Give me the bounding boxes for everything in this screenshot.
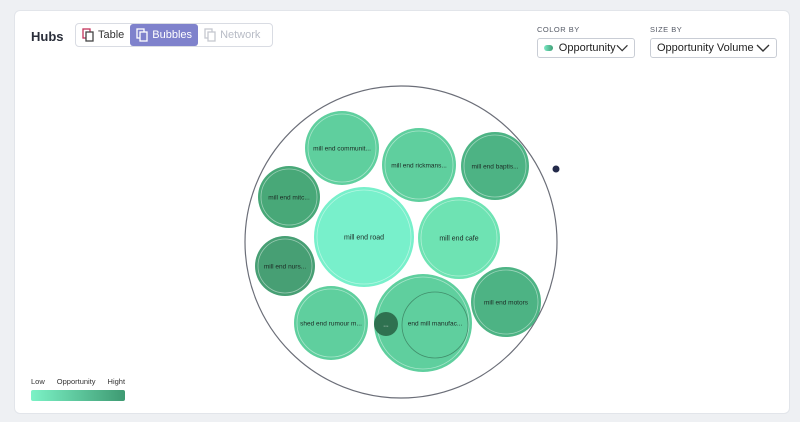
tab-bubbles-label: Bubbles [152,29,193,41]
bubble-nested-circle [401,291,469,359]
color-by-value: Opportunity [558,42,616,54]
chevron-down-icon [616,44,628,52]
legend-high: Hight [107,377,126,386]
bubble-label: mill end communit... [313,146,371,153]
tab-network[interactable]: Network [198,24,266,46]
bubble-label: shed end rumour m... [300,321,362,328]
bubbles-view-icon [136,28,148,42]
legend-title: Opportunity [56,377,96,386]
bubble-label: mill end baptis... [472,164,519,171]
table-view-icon [82,28,94,42]
bubble-label: mill end nurs... [264,264,306,271]
bubble-circle[interactable] [314,187,414,287]
bubble-node[interactable]: mill end motors [471,267,541,337]
bubble-container-ring [244,85,558,399]
bubble-node[interactable]: mill end road [314,187,414,287]
bubble-circle[interactable] [471,267,541,337]
color-swatch-icon [544,45,553,51]
bubble-label: mill end road [344,235,384,242]
tab-table[interactable]: Table [76,24,130,46]
tab-network-label: Network [220,29,261,41]
legend-low: Low [31,377,45,386]
bubble-inner-ring [307,113,377,183]
bubble-circle[interactable] [374,312,398,336]
bubble-circle[interactable] [294,286,368,360]
size-by-value: Opportunity Volume [657,42,754,54]
bubble-inner-ring [296,288,366,358]
page-title: Hubs [31,29,64,44]
bubble-label: mill end rickmans... [391,163,447,170]
view-switcher: Table Bubbles Network [75,23,273,47]
bubble-inner-ring [260,168,318,226]
bubble-circle[interactable] [255,236,315,296]
bubble-node[interactable]: mill end rickmans... [382,128,456,202]
bubble-circle[interactable] [374,274,472,372]
bubble-label: mill end motors [484,300,529,307]
chevron-down-icon [756,44,770,52]
bubble-node[interactable]: shed end rumour m... [294,286,368,360]
color-by-select[interactable]: Opportunity [537,38,635,58]
size-by-label: SIZE BY [650,25,683,34]
bubble-label: mill end cafe [439,236,478,243]
legend-gradient-bar [31,390,125,401]
bubble-circle[interactable] [258,166,320,228]
bubble-inner-ring [316,189,412,285]
bubble-inner-ring [257,238,313,294]
bubble-label: mill end mitc... [268,195,310,202]
bubble-circle[interactable] [305,111,379,185]
tab-table-label: Table [98,29,125,41]
legend-labels: Low Opportunity Hight [31,377,125,386]
bubble-inner-ring [473,269,539,335]
resize-handle[interactable] [552,165,560,173]
bubble-node[interactable]: mill end cafe [418,197,500,279]
bubble-circle[interactable] [461,132,529,200]
size-by-select[interactable]: Opportunity Volume [650,38,777,58]
bubble-circle[interactable] [418,197,500,279]
color-by-label: COLOR BY [537,25,580,34]
bubble-inner-ring [384,130,454,200]
bubble-node[interactable]: ... [374,312,398,336]
bubble-label: ... [383,322,389,329]
bubble-inner-ring [420,199,498,277]
network-view-icon [204,28,216,42]
bubble-node[interactable]: mill end mitc... [258,166,320,228]
bubble-node[interactable]: mill end baptis... [461,132,529,200]
bubble-inner-ring [463,134,527,198]
bubble-node[interactable]: mill end communit... [305,111,379,185]
bubble-circle[interactable] [382,128,456,202]
bubble-label: end mill manufac... [408,321,463,328]
bubble-node[interactable]: mill end nurs... [255,236,315,296]
tab-bubbles[interactable]: Bubbles [130,24,199,46]
